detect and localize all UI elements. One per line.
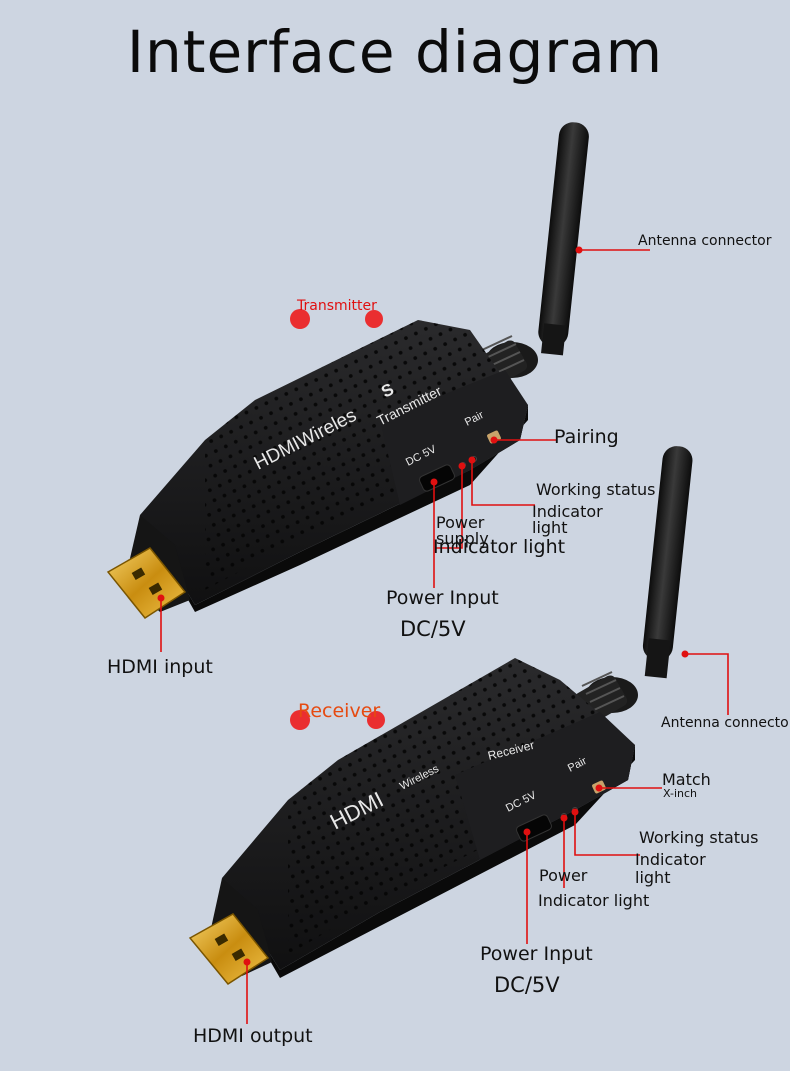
transmitter-hdmi-plug	[106, 547, 187, 619]
tx-dc-label: DC/5V	[400, 617, 466, 641]
rx-match-label: Match	[662, 770, 711, 789]
receiver-antenna	[642, 446, 693, 679]
tx-indicator-label-a: Indicator	[532, 502, 603, 521]
rx-indicator-label-b: light	[635, 868, 671, 887]
tx-pairing-label: Pairing	[554, 426, 619, 448]
rx-power-indicator-label: Indicator light	[538, 891, 650, 910]
rx-hdmi-label: HDMI output	[193, 1025, 313, 1047]
receiver-hdmi-plug	[188, 913, 270, 985]
tx-power-supply-label-b: supply	[436, 529, 489, 548]
leader-endpoints	[157, 246, 689, 966]
leader-tx-working	[471, 460, 535, 506]
rx-power-label: Power	[539, 866, 588, 885]
leader-tx-power-supply	[436, 466, 463, 549]
tx-power-supply-label-a: Power	[436, 513, 485, 532]
rx-x-inch-label: X-inch	[663, 787, 698, 800]
tx-antenna-label: Antenna connector	[638, 233, 772, 249]
transmitter-device	[106, 122, 589, 619]
tx-working-status-label: Working status	[536, 480, 656, 499]
leader-rx-working	[574, 812, 640, 856]
transmitter-antenna	[538, 122, 589, 356]
rx-antenna-label: Antenna connector	[661, 715, 790, 731]
rx-indicator-label-a: Indicator	[635, 850, 706, 869]
receiver-device	[188, 446, 693, 985]
leader-lines	[160, 249, 729, 1024]
transmitter-name-label: Transmitter	[297, 298, 377, 314]
tx-indicator-label-b: light	[532, 518, 568, 537]
receiver-name-label: Receiver	[298, 700, 381, 722]
tx-power-input-label: Power Input	[386, 587, 499, 609]
rx-working-status-label: Working status	[639, 828, 759, 847]
tx-power-supply-label-c: Indicator light	[433, 536, 566, 558]
rx-power-input-label: Power Input	[480, 943, 593, 965]
leader-rx-antenna	[685, 653, 729, 715]
rx-dc-label: DC/5V	[494, 973, 560, 997]
page-title: Interface diagram	[126, 18, 664, 86]
tx-hdmi-label: HDMI input	[107, 656, 213, 678]
